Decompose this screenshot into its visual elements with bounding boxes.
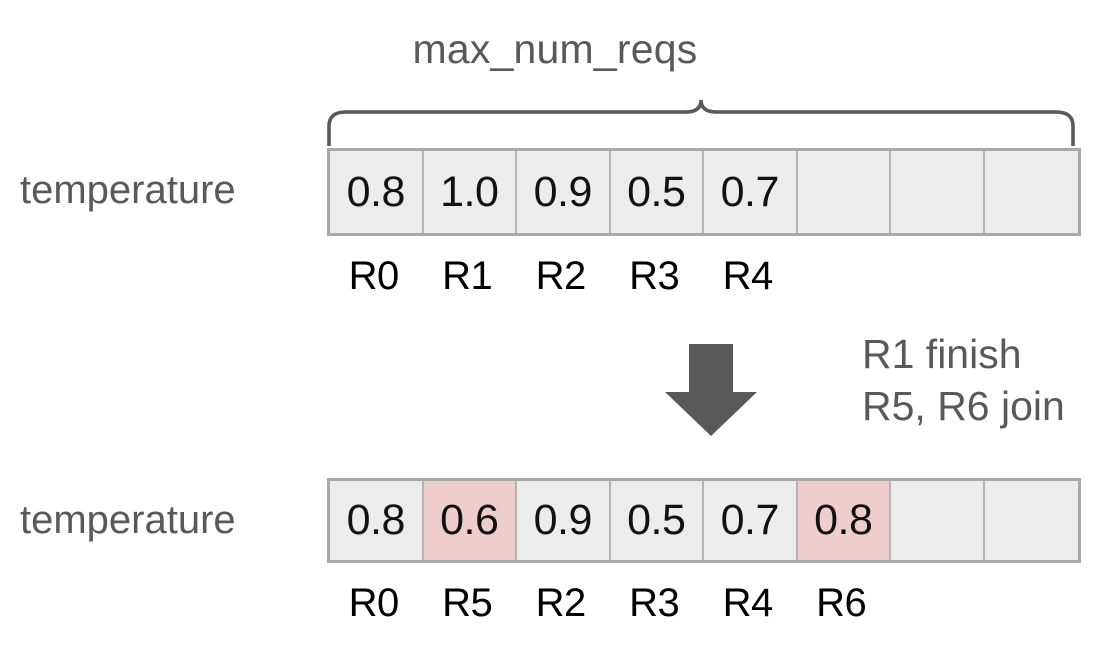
transition-note-line: R1 finish	[862, 331, 1022, 377]
array-cell[interactable]: 0.5	[610, 151, 704, 233]
before-row-label: temperature	[20, 168, 236, 212]
array-cell-highlighted[interactable]: 0.6	[423, 481, 517, 560]
array-cell[interactable]: 0.5	[610, 481, 704, 560]
request-id-label	[982, 581, 1076, 626]
array-cell[interactable]	[891, 481, 985, 560]
temperature-array-before: 0.8 1.0 0.9 0.5 0.7	[327, 148, 1081, 236]
request-id-label: R0	[348, 254, 400, 298]
request-id-label: R6	[816, 581, 867, 625]
request-id-row-after: R0 R5 R2 R3 R4 R6	[327, 581, 1081, 626]
request-id-label: R4	[722, 581, 774, 625]
request-id-label: R1	[442, 254, 493, 298]
request-id-label: R2	[535, 581, 587, 625]
max-num-reqs-caption: max_num_reqs	[0, 26, 1110, 73]
request-id-label: R0	[348, 581, 400, 625]
after-row-label: temperature	[20, 498, 236, 542]
array-cell[interactable]	[797, 151, 891, 233]
array-cell[interactable]: 0.8	[330, 151, 424, 233]
array-cell[interactable]	[984, 151, 1078, 233]
array-cell[interactable]: 0.9	[517, 151, 611, 233]
array-cell[interactable]	[984, 481, 1078, 560]
request-id-label	[888, 254, 982, 299]
request-id-row-before: R0 R1 R2 R3 R4	[327, 254, 1081, 299]
request-id-label: R2	[535, 254, 587, 298]
max-num-reqs-label: max_num_reqs	[412, 26, 698, 72]
request-id-label: R4	[722, 254, 774, 298]
request-id-label	[795, 254, 889, 299]
arrow-down-icon	[663, 342, 759, 438]
transition-note-line: R5, R6 join	[862, 383, 1065, 430]
capacity-brace	[320, 98, 1082, 146]
array-cell[interactable]: 0.7	[704, 481, 798, 560]
array-cell[interactable]: 0.9	[517, 481, 611, 560]
request-id-label: R5	[442, 581, 493, 625]
request-id-label: R3	[629, 581, 680, 625]
request-id-label	[888, 581, 982, 626]
array-cell[interactable]: 0.7	[704, 151, 798, 233]
request-id-label	[982, 254, 1076, 299]
array-cell-highlighted[interactable]: 0.8	[797, 481, 891, 560]
array-cell[interactable]: 1.0	[423, 151, 517, 233]
request-id-label: R3	[629, 254, 680, 298]
temperature-array-after: 0.8 0.6 0.9 0.5 0.7 0.8	[327, 478, 1081, 563]
array-cell[interactable]: 0.8	[330, 481, 424, 560]
array-cell[interactable]	[891, 151, 985, 233]
transition-note: R1 finish R5, R6 join	[862, 328, 1065, 433]
